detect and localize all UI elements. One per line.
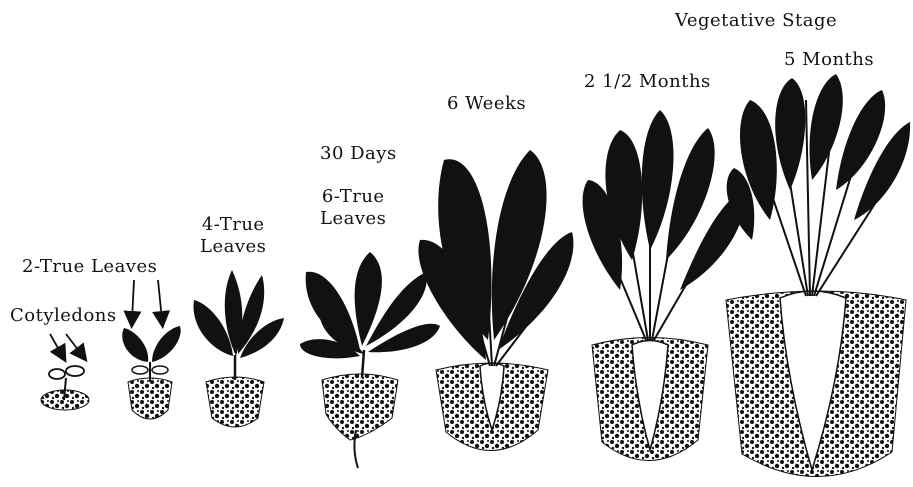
true-leaf-right: [152, 326, 181, 362]
stage-six-true-leaves-plant: [300, 252, 440, 468]
root-ball: [128, 378, 172, 419]
cotyledon-left: [132, 366, 148, 374]
label-five-months: 5 Months: [784, 49, 874, 71]
label-two-and-a-half-months: 2 1/2 Months: [584, 71, 711, 93]
label-two-true-leaves: 2-True Leaves: [22, 256, 157, 278]
root-ball: [206, 377, 264, 427]
leaf-3: [642, 110, 674, 250]
label-four-true-leaves: 4-True Leaves: [200, 214, 266, 258]
cotyledon-leaf-right: [66, 366, 84, 376]
stage-four-true-leaves-plant: [193, 270, 284, 427]
arrow-to-cotyledons-1: [50, 334, 62, 355]
label-six-true-leaves: 6-True Leaves: [320, 186, 386, 230]
stage-six-weeks-plant: [418, 150, 573, 451]
label-six-weeks: 6 Weeks: [447, 93, 526, 115]
label-vegetative-stage: Vegetative Stage: [675, 10, 837, 32]
arrow-to-leaf-right: [158, 280, 162, 320]
stage-cotyledons-plant: [41, 334, 89, 410]
leaf-3: [809, 74, 842, 180]
label-thirty-days: 30 Days: [320, 143, 397, 165]
leaf-2: [775, 78, 805, 190]
stage-two-and-a-half-months-plant: [583, 110, 745, 461]
cotyledon-leaf-left: [49, 369, 65, 379]
true-leaf-left: [122, 328, 148, 362]
arrow-to-leaf-left: [132, 280, 134, 320]
stage-five-months-plant: [726, 74, 910, 477]
root-ball: [322, 374, 398, 440]
label-cotyledons: Cotyledons: [10, 305, 117, 327]
cotyledon-right: [152, 366, 168, 374]
stage-two-true-leaves-plant: [122, 280, 180, 419]
arrow-to-cotyledons-2: [66, 334, 82, 355]
